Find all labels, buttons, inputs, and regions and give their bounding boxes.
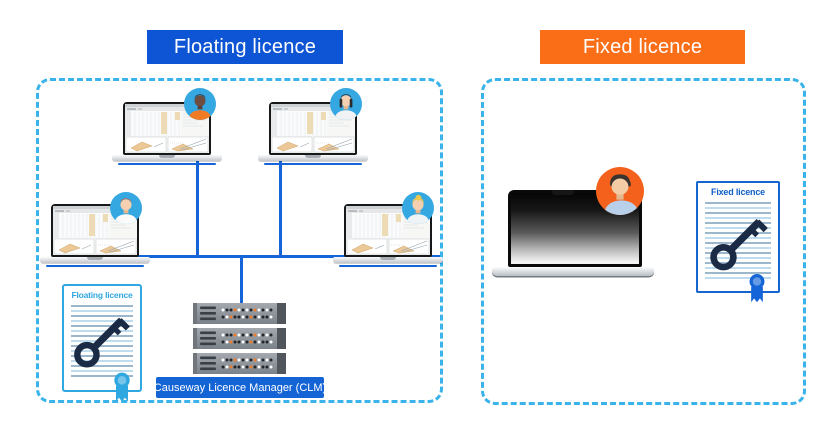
fixed-licence-panel (481, 78, 806, 405)
key-icon (705, 209, 771, 275)
user-avatar-icon (330, 88, 362, 120)
user-5-avatar-icon (596, 167, 644, 215)
network-line-laptop1 (196, 160, 199, 258)
user-avatar-icon (184, 88, 216, 120)
user-avatar-icon (402, 192, 434, 224)
laptop-1-base (112, 155, 222, 161)
server-unit-icon (193, 353, 286, 374)
fixed-licence-certificate: Fixed licence (696, 181, 780, 293)
key-icon (69, 308, 133, 372)
ribbon-seal-icon (744, 272, 770, 304)
laptop-2-notch (305, 155, 321, 158)
laptop-fixed-base (492, 267, 654, 276)
laptop-2 (258, 102, 368, 168)
laptop-3-shadow (46, 265, 144, 267)
floating-licence-banner: Floating licence (147, 30, 343, 64)
clm-label-text: Causeway Licence Manager (CLM) (153, 381, 327, 394)
laptop-4-shadow (339, 265, 437, 267)
user-2-avatar-icon (330, 88, 362, 120)
network-line-laptop2 (279, 160, 282, 258)
user-3-avatar-icon (110, 192, 142, 224)
user-4-avatar-icon (402, 192, 434, 224)
floating-licence-panel (36, 78, 443, 403)
certificate-title: Floating licence (71, 290, 133, 300)
certificate-title: Fixed licence (711, 187, 765, 197)
laptop-2-screen (269, 102, 357, 155)
laptop-4-notch (380, 257, 396, 260)
laptop-3-notch (87, 257, 103, 260)
fixed-licence-banner-label: Fixed licence (582, 35, 703, 58)
user-1-avatar-icon (184, 88, 216, 120)
server-unit-icon (193, 303, 286, 324)
laptop-1-shadow (118, 163, 216, 165)
laptop-2-shadow (264, 163, 362, 165)
laptop-1-notch (159, 155, 175, 158)
clm-label: Causeway Licence Manager (CLM) (153, 377, 327, 398)
server-rack-icon (193, 303, 286, 378)
network-line-server (240, 255, 243, 305)
network-bus-line (138, 255, 440, 258)
laptop-3-base (40, 257, 150, 263)
floating-licence-banner-label: Floating licence (173, 35, 317, 58)
user-avatar-icon (110, 192, 142, 224)
laptop-4-base (333, 257, 443, 263)
server-unit-icon (193, 328, 286, 349)
laptop-2-base (258, 155, 368, 161)
floating-licence-certificate: Floating licence (62, 284, 142, 392)
ribbon-seal-icon (108, 371, 136, 403)
fixed-licence-banner: Fixed licence (540, 30, 745, 64)
user-avatar-icon (596, 167, 644, 215)
webcam-notch (552, 190, 574, 195)
